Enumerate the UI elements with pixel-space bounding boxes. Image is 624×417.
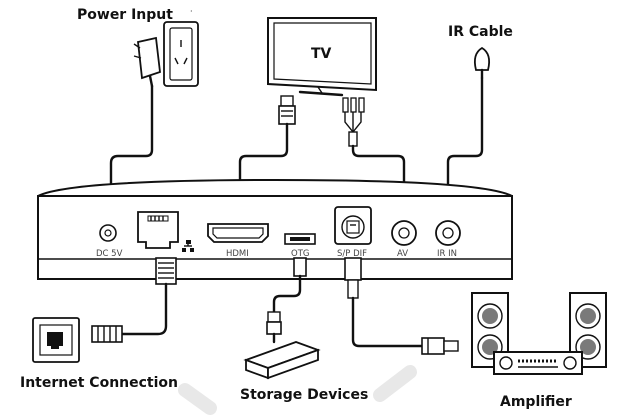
av-port-inner (398, 227, 410, 239)
tv-hdmi-plug-icon (278, 95, 296, 125)
tv-label: TV (311, 46, 332, 62)
power-cable (109, 84, 154, 192)
ethernet-cable (120, 282, 168, 336)
port-label-av: AV (397, 249, 408, 259)
internet-connection-label: Internet Connection (20, 375, 178, 391)
amplifier-label: Amplifier (500, 394, 572, 410)
tv-box-body (37, 178, 513, 280)
port-label-hdmi: HDMI (226, 249, 249, 259)
network-symbol-icon (182, 240, 194, 252)
optical-plug-icon (421, 337, 459, 355)
power-adapter-icon (133, 36, 161, 88)
hdmi-cable (238, 122, 289, 188)
ir-receiver-icon (473, 46, 491, 80)
storage-devices-label: Storage Devices (240, 387, 368, 403)
ir-cable-label: IR Cable (448, 24, 513, 40)
amplifier-unit-icon (493, 351, 583, 375)
optical-cable (351, 296, 424, 348)
otg-plug-icon (293, 257, 307, 277)
port-label-spdif: S/P DIF (337, 249, 367, 259)
ethernet-plug-box-icon (155, 257, 177, 285)
ethernet-plug-wall-icon (91, 325, 123, 343)
ir-cable (446, 76, 484, 188)
watermark-strokes (178, 365, 417, 415)
tv-icon (267, 17, 377, 97)
power-input-label: Power Input (77, 7, 173, 23)
spdif-port-icon (334, 206, 372, 245)
wall-network-socket-icon (32, 317, 80, 363)
port-label-otg: OTG (291, 249, 309, 259)
usb-plug-icon (266, 311, 282, 344)
dot-mark: · (190, 7, 193, 16)
otg-port-icon (284, 233, 316, 245)
ethernet-port-icon (137, 211, 179, 249)
port-label-dc: DC 5V (96, 249, 123, 259)
rca-plugs-icon (342, 97, 365, 147)
wall-socket-icon (163, 21, 199, 87)
spdif-plug-icon (344, 257, 362, 299)
ir-in-port-inner (442, 227, 454, 239)
hard-drive-icon (243, 341, 321, 380)
port-label-ir-in: IR IN (437, 249, 457, 259)
av-cable (351, 144, 406, 188)
hdmi-port-icon (207, 223, 269, 243)
dc-port-inner (104, 229, 112, 237)
usb-cable (272, 274, 302, 314)
